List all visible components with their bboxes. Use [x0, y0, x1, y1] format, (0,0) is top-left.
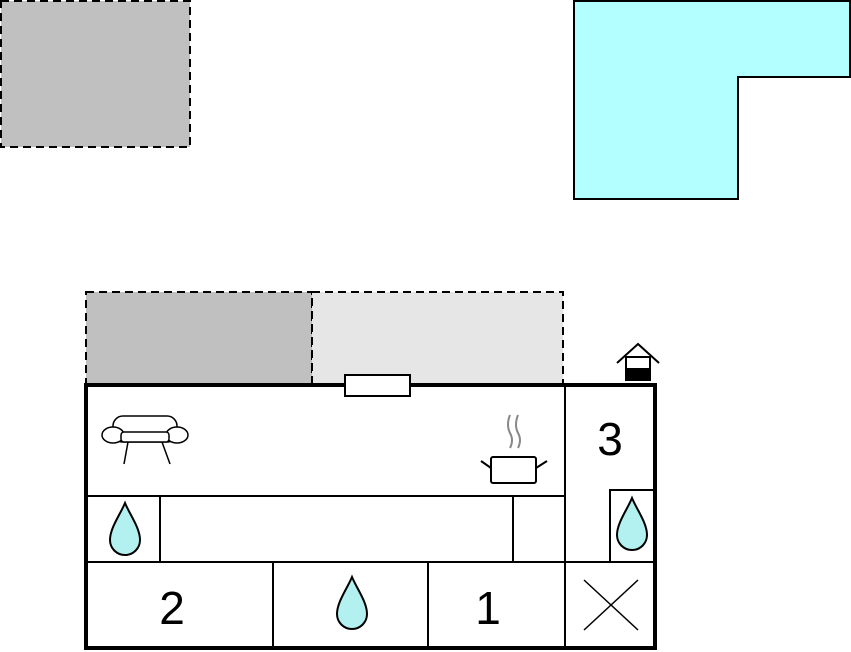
room-label-1: 1 [475, 582, 501, 634]
water-drop-icon [108, 500, 142, 556]
interior-walls [86, 385, 656, 648]
cooking-pot-icon [480, 414, 548, 484]
room-label-2: 2 [159, 582, 185, 634]
window [344, 374, 411, 397]
terrace-top-left [0, 0, 191, 148]
house-entrance-icon [616, 342, 660, 381]
cross-icon [583, 579, 639, 631]
terrace-light [311, 291, 564, 387]
water-drop-icon [615, 495, 649, 551]
terrace-dark [85, 291, 313, 387]
sofa-icon [101, 415, 189, 465]
room-label-3: 3 [597, 413, 623, 465]
water-drop-icon [335, 574, 369, 630]
swimming-pool [573, 0, 851, 200]
